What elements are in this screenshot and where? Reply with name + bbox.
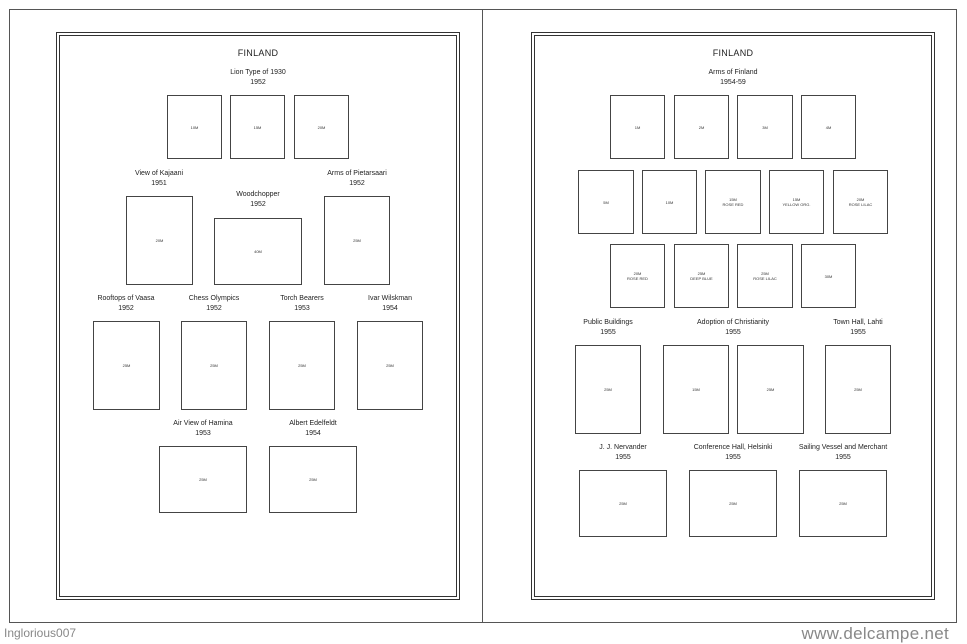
stamp-space: 20M xyxy=(294,95,349,159)
stamp-space: 15M YELLOW ORG. xyxy=(769,170,824,234)
stamp-space: 30M xyxy=(801,244,856,308)
stamp-space: 25M ROSE LILAC xyxy=(737,244,793,308)
stamp-space: 25M xyxy=(159,446,247,513)
stamp-space: 15M ROSE RED xyxy=(705,170,761,234)
stamp-space: 1M xyxy=(610,95,665,159)
stamp-space: 10M xyxy=(642,170,697,234)
stamp-space: 25M xyxy=(181,321,247,410)
stamp-space: 25M xyxy=(269,446,357,513)
stamp-space: 10M xyxy=(167,95,222,159)
right-page-title: FINLAND xyxy=(712,48,754,58)
stamp-space: 25M xyxy=(269,321,335,410)
stamp-space: 25M xyxy=(579,470,667,537)
page-divider xyxy=(482,9,483,623)
stamp-space: 25M xyxy=(825,345,891,434)
stamp-space: 25M xyxy=(799,470,887,537)
stamp-space: 25M xyxy=(737,345,804,434)
stamp-space: 20M xyxy=(126,196,193,285)
site-watermark: www.delcampe.net xyxy=(801,624,949,643)
stamp-space: 40M xyxy=(214,218,302,285)
stamp-space: 25M DEEP BLUE xyxy=(674,244,729,308)
stamp-space: 25M xyxy=(689,470,777,537)
stamp-space: 4M xyxy=(801,95,856,159)
stamp-space: 15M xyxy=(230,95,285,159)
stamp-space: 25M xyxy=(575,345,641,434)
stamp-space: 25M xyxy=(324,196,390,285)
stamp-space: 25M xyxy=(357,321,423,410)
stamp-space: 5M xyxy=(578,170,634,234)
left-page-frame xyxy=(56,32,460,600)
uploader-name: Inglorious007 xyxy=(4,626,77,640)
stamp-space: 20M ROSE LILAC xyxy=(833,170,888,234)
stamp-space: 3M xyxy=(737,95,793,159)
stamp-space: 20M ROSE RED xyxy=(610,244,665,308)
left-page-title: FINLAND xyxy=(237,48,279,58)
stamp-space: 2M xyxy=(674,95,729,159)
album-spread xyxy=(9,9,957,623)
stamp-space: 15M xyxy=(663,345,729,434)
right-page-frame xyxy=(531,32,935,600)
stamp-space: 25M xyxy=(93,321,160,410)
